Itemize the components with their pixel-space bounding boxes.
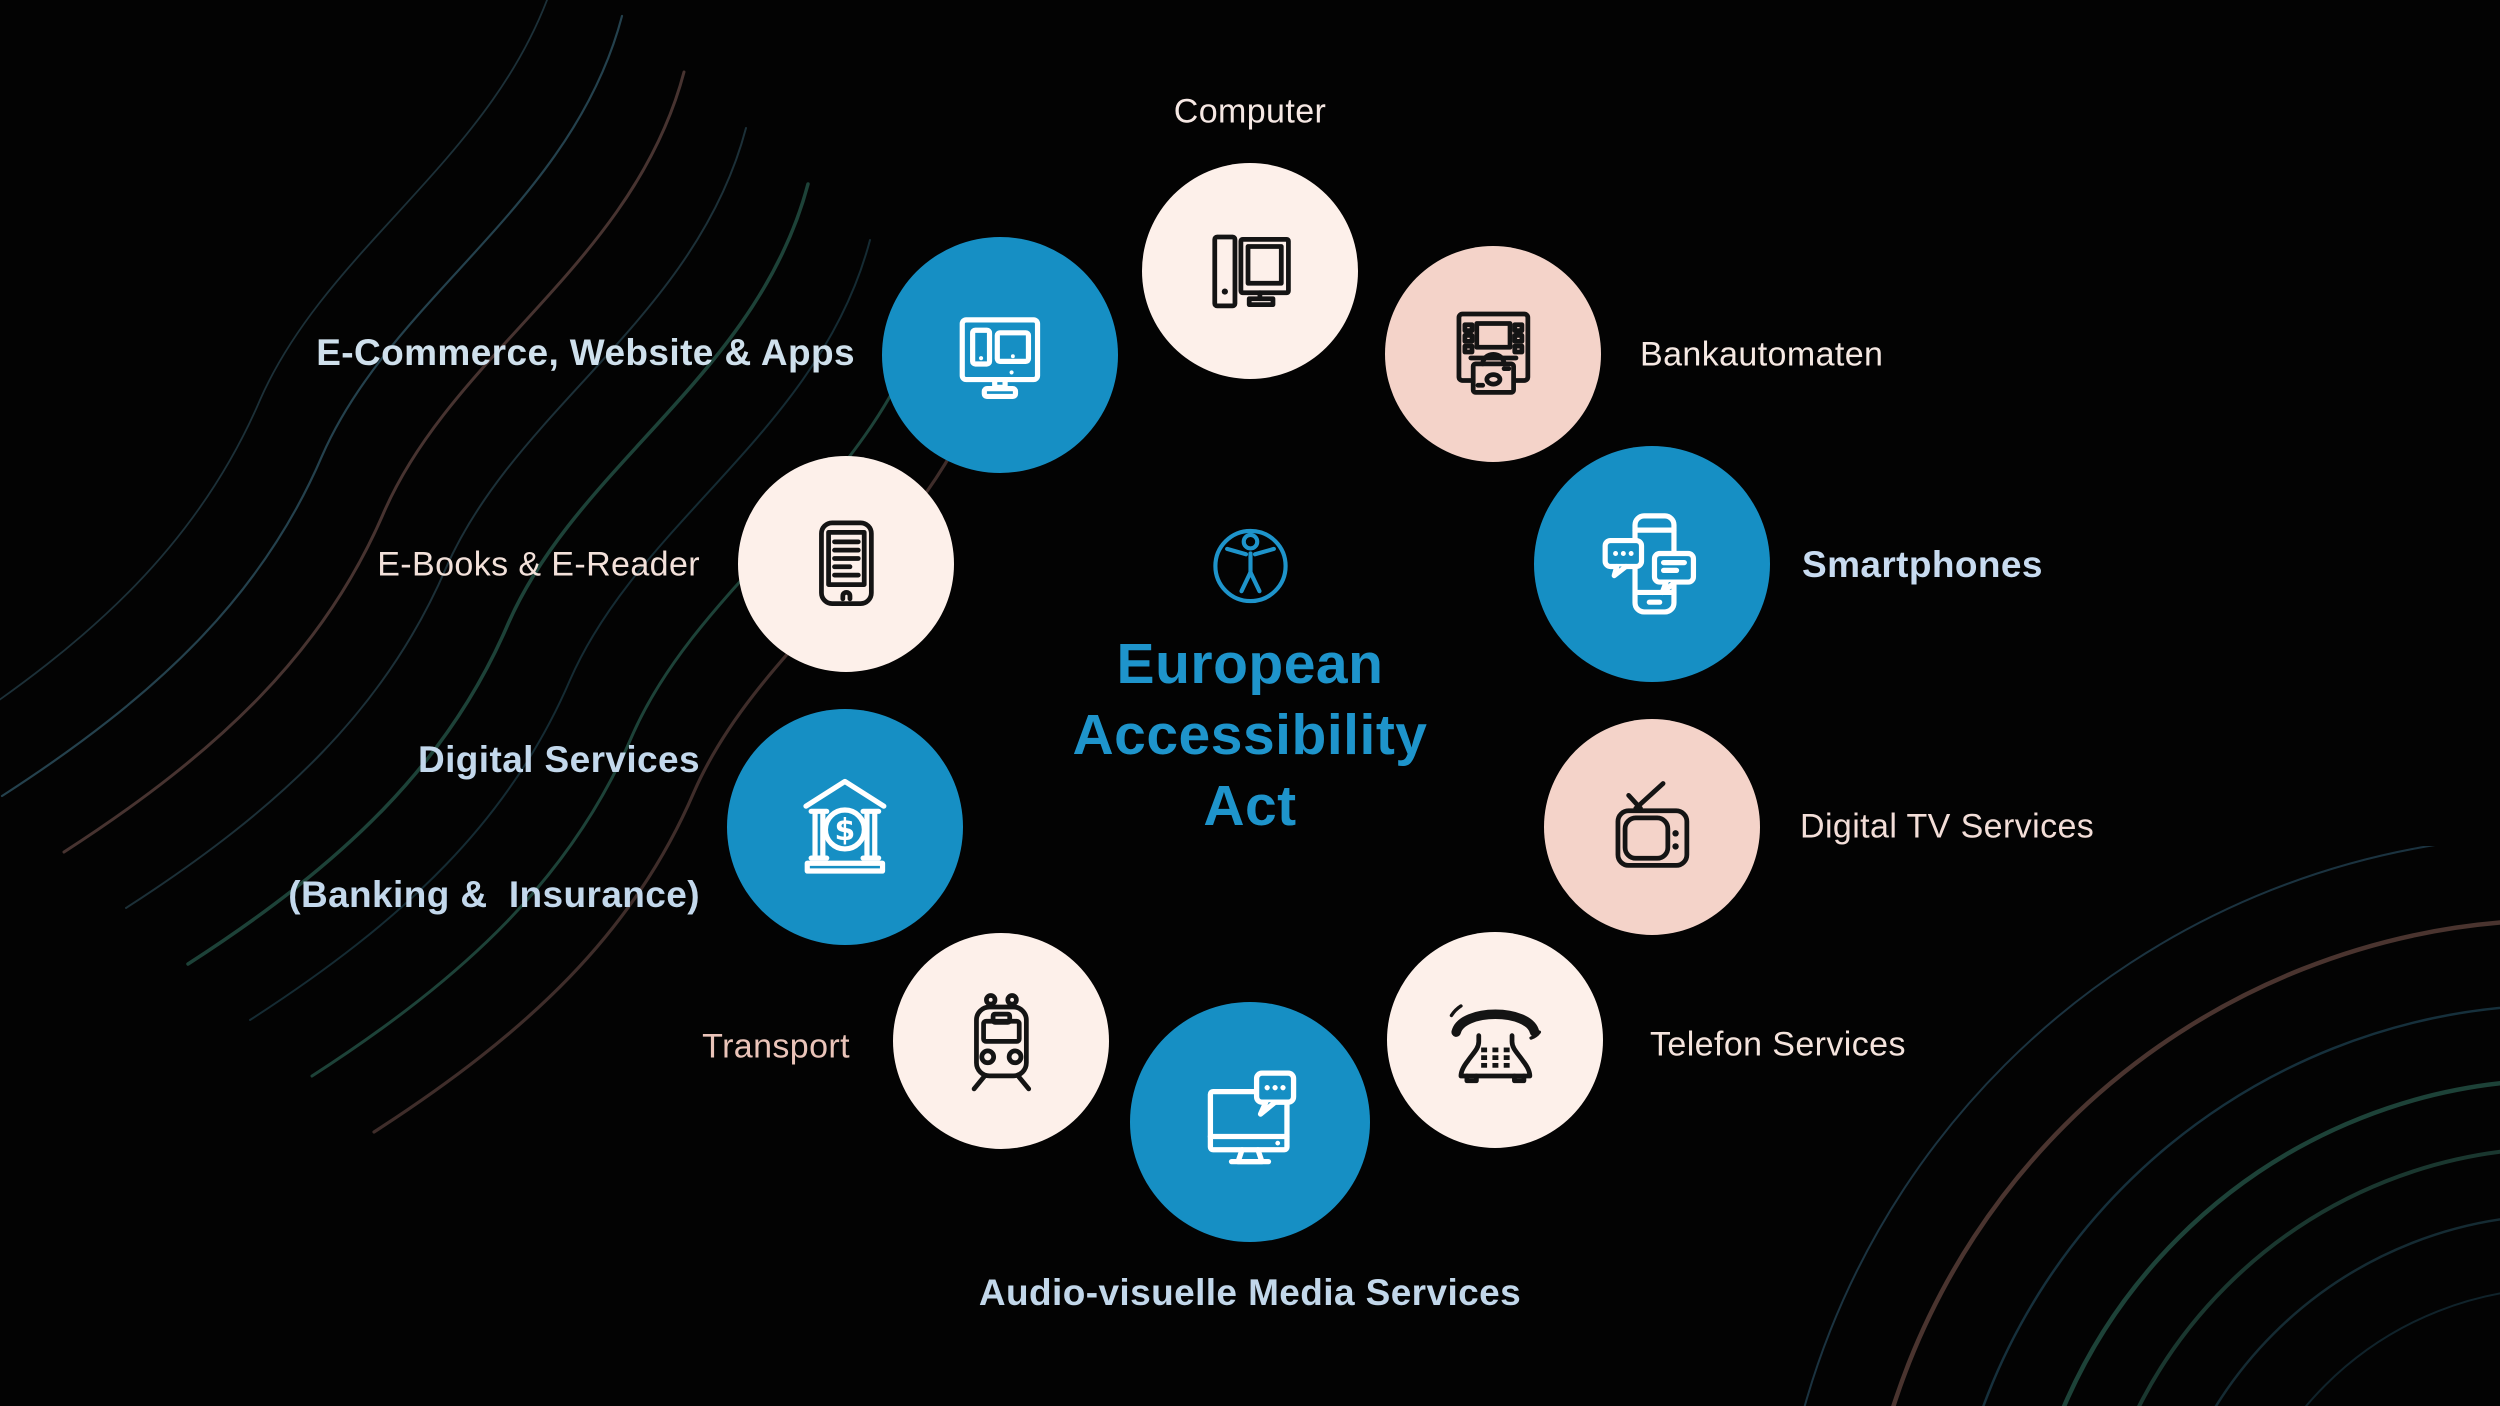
audio-visuelle-label: Audio-visuelle Media Services <box>978 1272 1522 1313</box>
digital-services-label: Digital Services (Banking & Insurance) <box>288 647 700 1007</box>
desktop-computer-icon <box>1211 234 1291 308</box>
center-title-block: European Accessibility Act <box>1072 521 1427 842</box>
transport-circle <box>893 933 1109 1149</box>
digital-services-circle: $ <box>727 709 963 945</box>
bank-icon: $ <box>803 778 887 874</box>
title-line-3: Act <box>1203 774 1297 838</box>
monitor-chat-icon <box>1207 1070 1297 1165</box>
smartphones-label: Smartphones <box>1802 544 2043 585</box>
bankautomaten-circle <box>1385 246 1601 462</box>
tram-icon <box>971 992 1031 1091</box>
accessibility-icon <box>1212 528 1288 604</box>
ebooks-circle <box>738 456 954 672</box>
responsive-monitor-icon <box>959 317 1041 400</box>
computer-circle <box>1142 163 1358 379</box>
svg-text:$: $ <box>835 813 856 848</box>
smartphone-chat-icon <box>1602 513 1697 615</box>
digital-tv-label: Digital TV Services <box>1800 807 2095 846</box>
computer-label: Computer <box>1173 92 1327 131</box>
tv-icon <box>1615 780 1689 868</box>
ecommerce-circle <box>882 237 1118 473</box>
ebooks-label: E-Books & E-Reader <box>377 545 700 584</box>
telefon-circle <box>1387 932 1603 1148</box>
page-title: European Accessibility Act <box>1072 629 1427 842</box>
digital-services-label-line2: (Banking & Insurance) <box>288 874 700 915</box>
transport-label: Transport <box>702 1027 850 1066</box>
digital-tv-circle <box>1544 719 1760 935</box>
title-line-1: European <box>1116 632 1384 696</box>
title-line-2: Accessibility <box>1072 703 1428 767</box>
audio-visuelle-circle <box>1130 1002 1370 1242</box>
atm-icon <box>1456 311 1530 395</box>
telephone-icon <box>1449 1003 1541 1083</box>
digital-services-label-line1: Digital Services <box>418 739 700 780</box>
telefon-label: Telefon Services <box>1650 1025 1906 1064</box>
e-reader-icon <box>818 520 874 606</box>
ecommerce-label: E-Commerce, Website & Apps <box>316 332 855 373</box>
bankautomaten-label: Bankautomaten <box>1640 335 1884 374</box>
decorative-arcs-bottom-right <box>1803 846 2500 1406</box>
smartphones-circle <box>1534 446 1770 682</box>
